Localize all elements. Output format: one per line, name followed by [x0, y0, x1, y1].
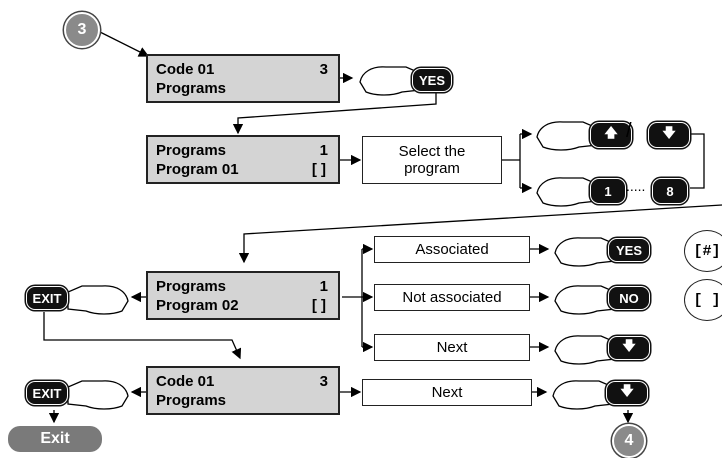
- select-program-box: Select the program: [362, 136, 502, 184]
- lcd-line2-right: [ ]: [311, 161, 326, 178]
- digit-8-key[interactable]: 8: [652, 178, 688, 204]
- lcd-screen-code-01: Code 01 3 Programs: [146, 54, 340, 103]
- not-associated-indicator-text: [ ]: [693, 291, 721, 309]
- not-associated-box: Not associated: [374, 284, 530, 311]
- step-4-marker: 4: [612, 424, 646, 458]
- or-separator: /: [626, 120, 632, 142]
- arrow-down-key[interactable]: 🡇: [648, 122, 690, 148]
- next-final-label: Next: [431, 384, 463, 401]
- exit-key-label: EXIT: [32, 290, 62, 306]
- lcd-line2-left: Programs: [156, 392, 227, 409]
- lcd-line1-left: Code 01: [156, 61, 215, 78]
- lcd-line2-left: Program 01: [156, 161, 239, 178]
- lcd-line1-left: Code 01: [156, 373, 215, 390]
- step-4-label: 4: [624, 432, 634, 449]
- associated-label: Associated: [415, 241, 489, 258]
- lcd-screen-program-02: Programs 1 Program 02 [ ]: [146, 271, 340, 320]
- arrow-up-icon: 🡅: [604, 125, 618, 140]
- exit-button[interactable]: Exit: [8, 426, 102, 452]
- lcd-line1-right: 3: [319, 61, 328, 78]
- yes-key-label: YES: [418, 72, 445, 88]
- arrow-down-icon: 🡇: [622, 338, 636, 353]
- lcd-line2-left: Programs: [156, 80, 227, 97]
- associated-indicator: [#]: [684, 230, 722, 272]
- next-box-final: Next: [362, 379, 532, 406]
- exit-button-label: Exit: [40, 430, 70, 447]
- select-program-label: Select the program: [398, 143, 466, 177]
- exit-key-label: EXIT: [32, 385, 62, 401]
- lcd-line2-right: [ ]: [311, 297, 326, 314]
- next-arrow-key-final[interactable]: 🡇: [606, 381, 648, 405]
- not-associated-label: Not associated: [402, 289, 502, 306]
- exit-key-final[interactable]: EXIT: [26, 381, 68, 405]
- arrow-up-key[interactable]: 🡅: [590, 122, 632, 148]
- no-key-label: NO: [619, 290, 639, 306]
- arrow-down-icon: 🡇: [662, 125, 676, 140]
- yes-key[interactable]: YES: [412, 68, 452, 92]
- next-box: Next: [374, 334, 530, 361]
- lcd-line2-left: Program 02: [156, 297, 239, 314]
- exit-key[interactable]: EXIT: [26, 286, 68, 310]
- no-key[interactable]: NO: [608, 286, 650, 310]
- step-3-label: 3: [77, 21, 87, 38]
- associated-indicator-text: [#]: [693, 242, 721, 260]
- hand-icons: [67, 66, 616, 410]
- yes-key-label: YES: [615, 242, 642, 258]
- digit-8-label: 8: [666, 183, 674, 199]
- lcd-screen-code-01-return: Code 01 3 Programs: [146, 366, 340, 415]
- yes-key-associate[interactable]: YES: [608, 238, 650, 262]
- lcd-line1-right: 3: [319, 373, 328, 390]
- arrow-down-icon: 🡇: [620, 383, 634, 398]
- not-associated-indicator: [ ]: [684, 279, 722, 321]
- lcd-line1-right: 1: [319, 278, 328, 295]
- lcd-line1-left: Programs: [156, 142, 227, 159]
- lcd-line1-right: 1: [319, 142, 328, 159]
- next-arrow-key[interactable]: 🡇: [608, 336, 650, 360]
- step-3-marker: 3: [64, 12, 100, 48]
- range-separator: .....: [626, 178, 646, 194]
- digit-1-key[interactable]: 1: [590, 178, 626, 204]
- lcd-screen-program-01: Programs 1 Program 01 [ ]: [146, 135, 340, 184]
- next-label: Next: [436, 339, 468, 356]
- lcd-line1-left: Programs: [156, 278, 227, 295]
- associated-box: Associated: [374, 236, 530, 263]
- digit-1-label: 1: [604, 183, 612, 199]
